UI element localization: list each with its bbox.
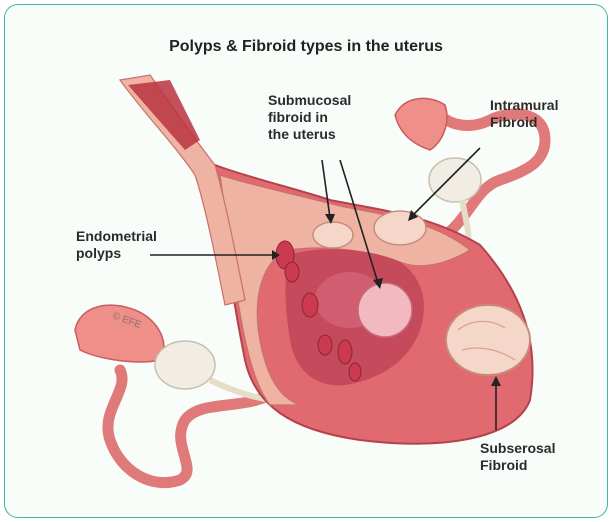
submucosal-fibroid-cavity <box>358 283 412 337</box>
right-ovary <box>429 158 481 202</box>
right-fimbriae <box>395 98 447 150</box>
polyp-4 <box>318 335 332 355</box>
label-subserosal: Subserosal Fibroid <box>480 440 555 474</box>
polyp-2 <box>285 262 299 282</box>
intramural-fibroid <box>374 211 426 245</box>
label-submucosal: Submucosal fibroid in the uterus <box>268 92 351 143</box>
label-intramural: Intramural Fibroid <box>490 97 558 131</box>
label-endometrial: Endometrial polyps <box>76 228 157 262</box>
subserosal-fibroid <box>446 305 530 375</box>
polyp-6 <box>349 363 361 381</box>
left-ovary <box>155 341 215 389</box>
vaginal-rugae <box>128 80 200 150</box>
polyp-5 <box>338 340 352 364</box>
submucosal-fibroid-small <box>313 222 353 248</box>
polyp-3 <box>302 293 318 317</box>
